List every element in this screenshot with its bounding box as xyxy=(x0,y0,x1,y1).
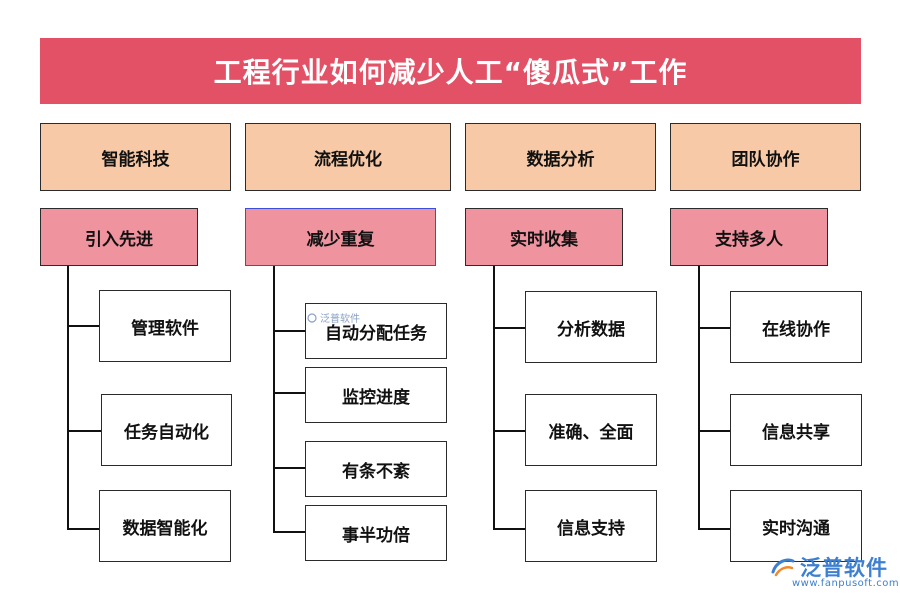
connector-branch xyxy=(273,392,305,394)
connector-trunk-2 xyxy=(273,266,275,533)
watermark-small-text: 泛普软件 xyxy=(320,314,360,325)
connector-trunk-3 xyxy=(493,266,495,530)
connector-branch xyxy=(493,430,525,432)
watermark-small: 泛普软件 xyxy=(307,310,360,325)
subcategory-box-1: 引入先进 xyxy=(40,208,198,266)
connector-branch xyxy=(67,528,100,530)
category-box-1: 智能科技 xyxy=(40,123,231,191)
leaf-box: 实时沟通 xyxy=(730,490,862,562)
leaf-box: 管理软件 xyxy=(99,290,231,362)
brand-name: 泛普软件 xyxy=(800,556,888,580)
category-box-3: 数据分析 xyxy=(465,123,656,191)
brand-logo: 泛普软件 xyxy=(770,552,888,582)
leaf-box: 自动分配任务 xyxy=(305,303,447,359)
brand-swirl-icon xyxy=(771,558,795,577)
leaf-box: 准确、全面 xyxy=(525,394,657,466)
leaf-box: 任务自动化 xyxy=(101,394,232,466)
connector-branch xyxy=(493,528,525,530)
leaf-box: 分析数据 xyxy=(525,291,657,363)
connector-branch xyxy=(273,531,305,533)
connector-trunk-1 xyxy=(67,266,69,530)
subcategory-box-4: 支持多人 xyxy=(670,208,828,266)
connector-branch xyxy=(273,330,305,332)
connector-branch xyxy=(67,430,102,432)
leaf-box: 有条不紊 xyxy=(305,441,447,497)
leaf-box: 在线协作 xyxy=(730,291,862,363)
brand-url: www.fanpusoft.com xyxy=(792,578,900,589)
leaf-box: 信息支持 xyxy=(525,490,657,562)
leaf-box: 事半功倍 xyxy=(305,505,447,561)
connector-branch xyxy=(67,325,100,327)
connector-branch xyxy=(698,528,730,530)
subcategory-box-3: 实时收集 xyxy=(465,208,623,266)
leaf-box: 信息共享 xyxy=(730,394,862,466)
category-box-4: 团队协作 xyxy=(670,123,861,191)
connector-branch xyxy=(698,327,730,329)
page-title: 工程行业如何减少人工“傻瓜式”工作 xyxy=(40,38,861,104)
connector-trunk-4 xyxy=(698,266,700,530)
leaf-box: 数据智能化 xyxy=(99,490,231,562)
connector-branch xyxy=(493,327,525,329)
watermark-logo-icon xyxy=(307,312,317,323)
connector-branch xyxy=(698,430,730,432)
leaf-box: 监控进度 xyxy=(305,367,447,423)
connector-branch xyxy=(273,467,305,469)
category-box-2: 流程优化 xyxy=(245,123,451,191)
subcategory-box-2: 减少重复 xyxy=(245,208,436,266)
